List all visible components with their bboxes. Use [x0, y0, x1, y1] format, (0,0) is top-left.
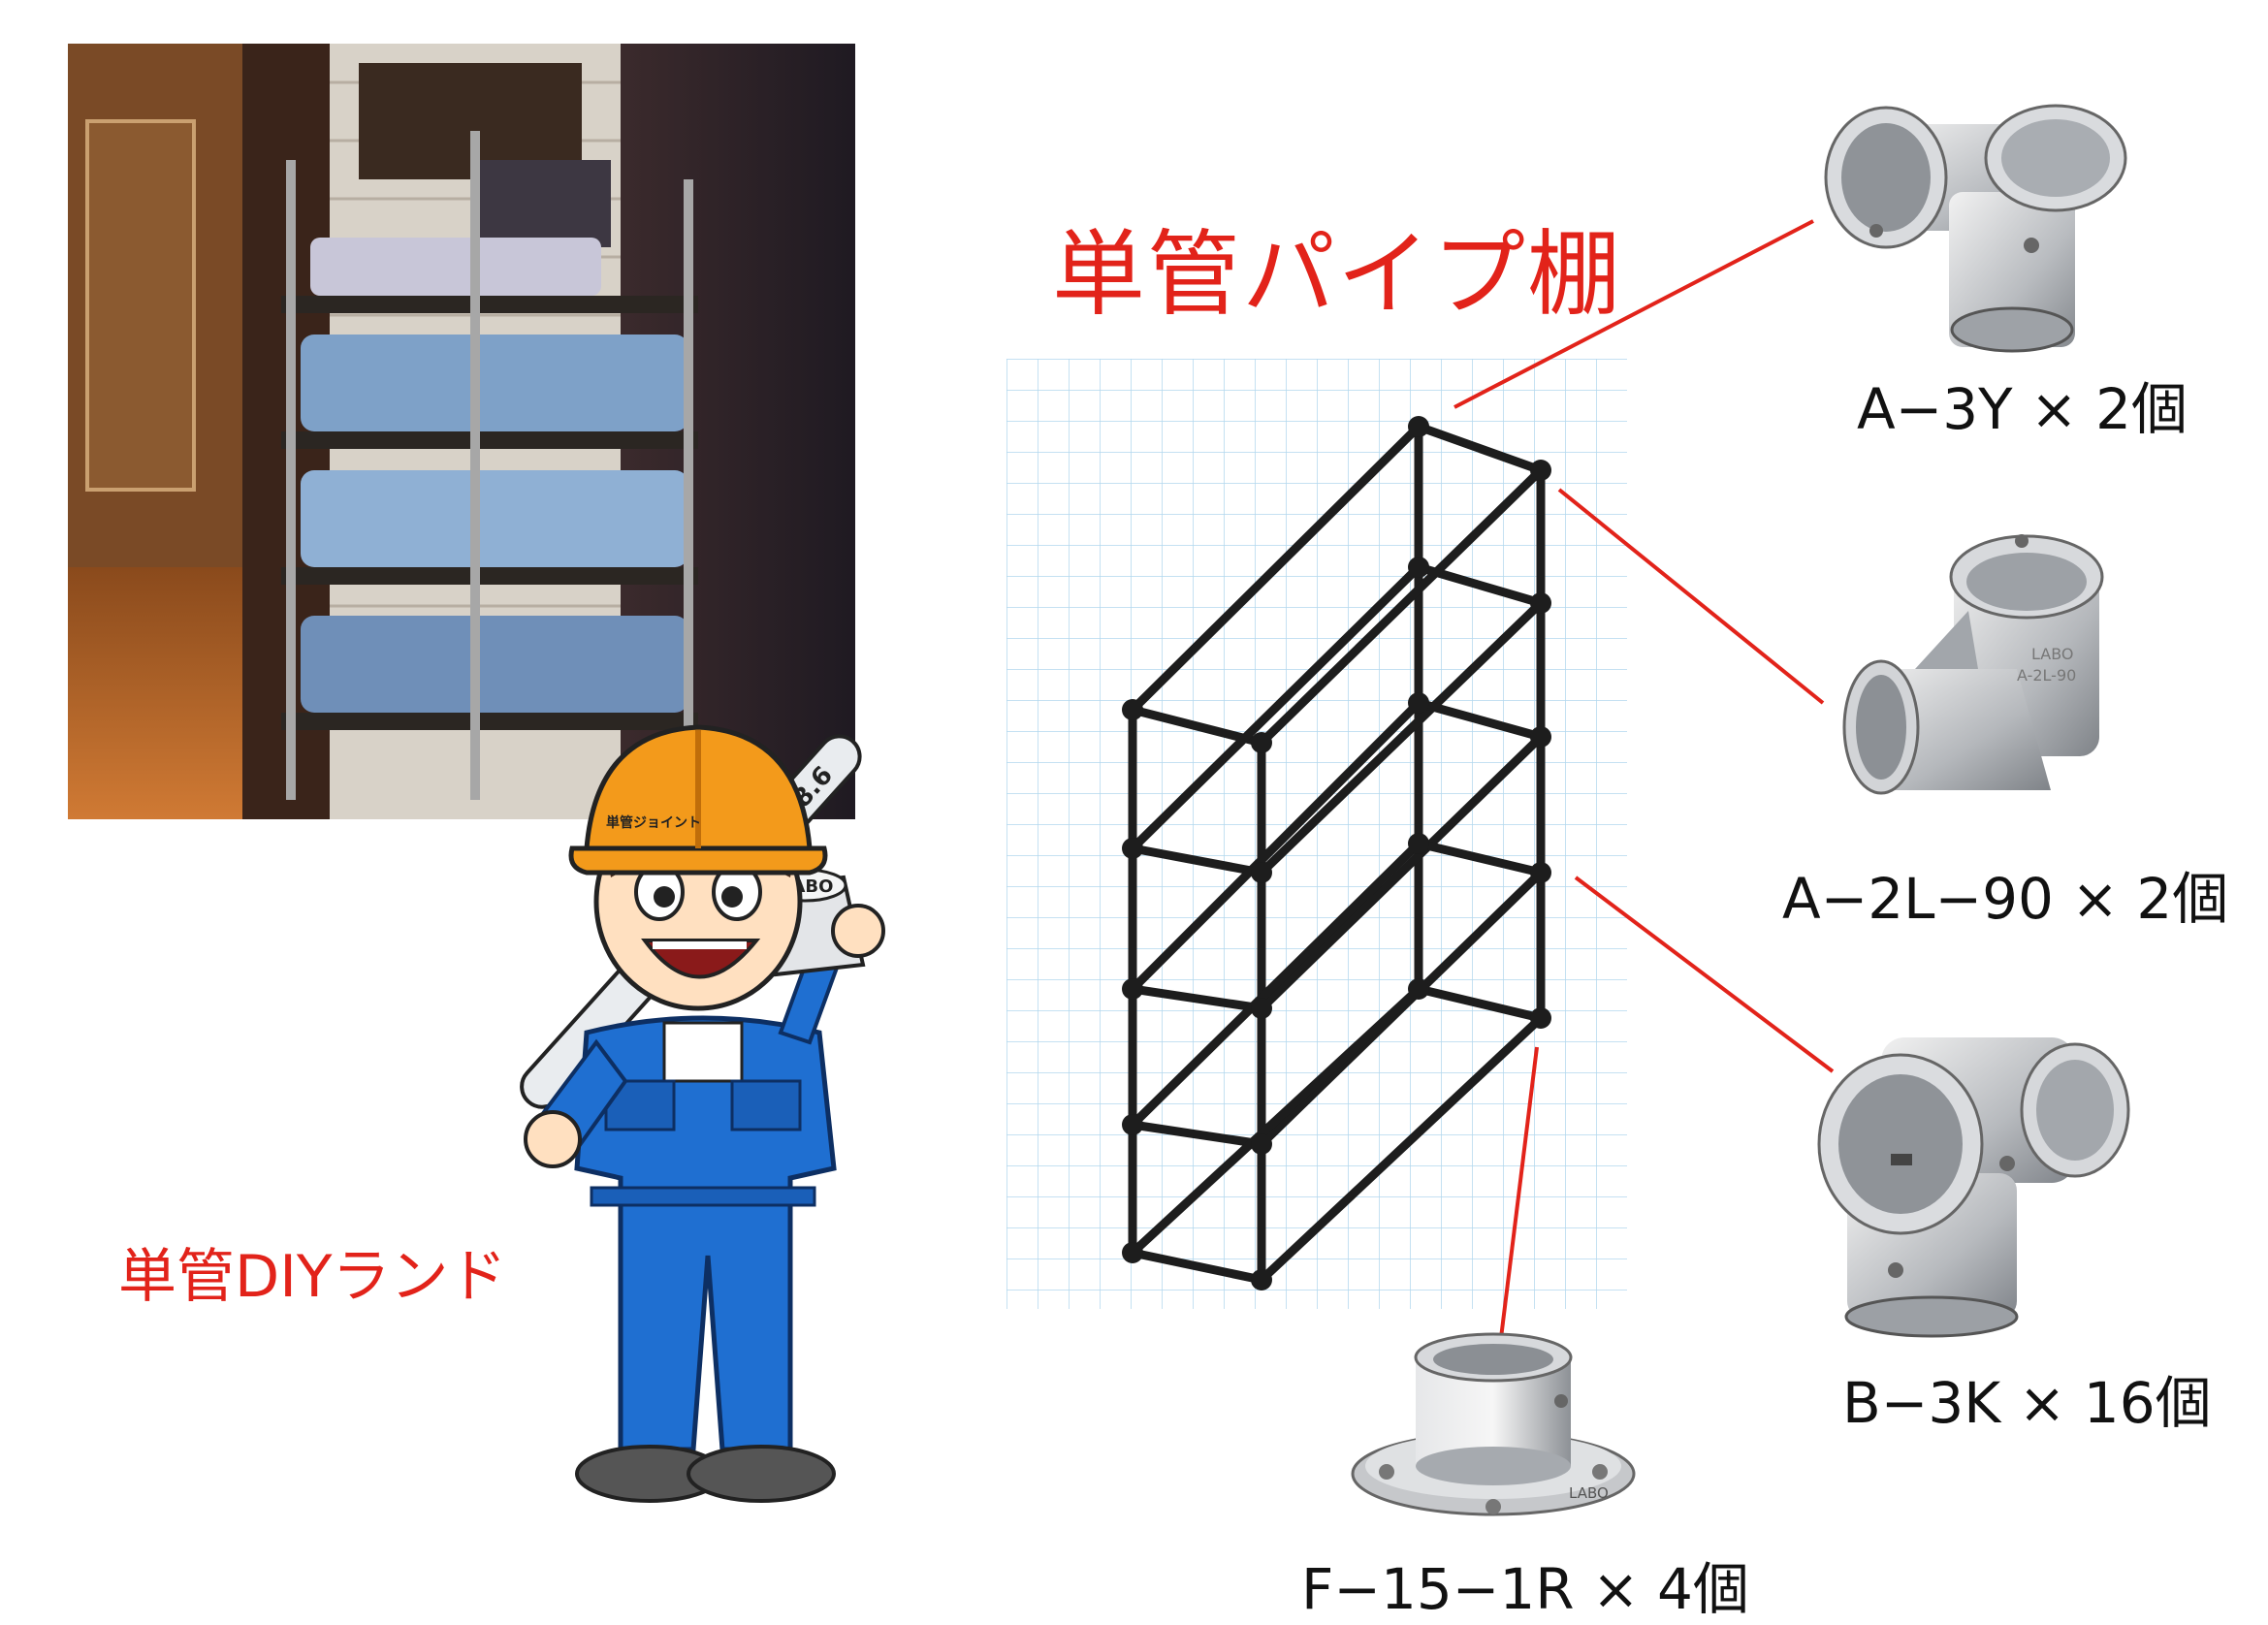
shelf-diagram — [1006, 359, 1627, 1309]
part-label-a2l: A−2L−90 × 2個 — [1782, 866, 2229, 932]
part-a3y-image — [1808, 76, 2162, 357]
part-f15-image: LABO — [1348, 1328, 1648, 1522]
mascot-character: PIPE-48.6 LABO 単管ジョイント — [499, 713, 907, 1517]
part-label-b3k: B−3K × 16個 — [1842, 1370, 2212, 1436]
part-b3k-image — [1813, 1008, 2138, 1338]
part-a2l-image: LABO A-2L-90 — [1823, 524, 2143, 834]
shelf-photo — [68, 44, 855, 819]
part-f15-brand-marking: LABO — [1569, 1484, 1609, 1502]
helmet-label: 単管ジョイント — [606, 814, 701, 831]
part-label-a3y: A−3Y × 2個 — [1857, 376, 2188, 442]
part-a2l-code-marking: A-2L-90 — [2017, 666, 2076, 685]
page-title: 単管パイプ棚 — [1052, 220, 1622, 329]
part-label-f15: F−15−1R × 4個 — [1301, 1556, 1749, 1622]
brand-name: 単管DIYランド — [118, 1243, 507, 1311]
part-a2l-brand-marking: LABO — [2031, 645, 2074, 663]
